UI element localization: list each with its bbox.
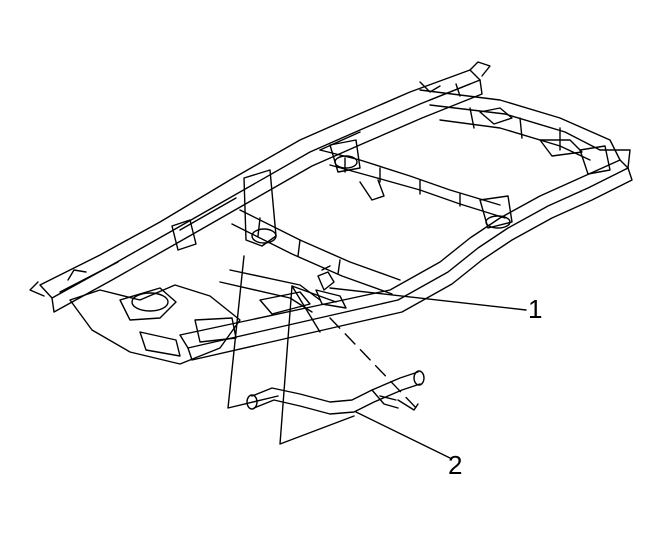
lower-frame-components — [69, 269, 321, 365]
leader-line-1 — [329, 287, 527, 311]
leader-lines — [227, 255, 527, 459]
callout-number-1: 1 — [528, 294, 543, 324]
leader-line-2 — [355, 411, 451, 459]
spring-mounts — [171, 139, 611, 251]
exhaust-tailpipe-component-2 — [246, 370, 425, 415]
callout-number-2: 2 — [448, 450, 463, 480]
front-crossmember — [419, 81, 621, 161]
right-frame-rail — [179, 149, 633, 361]
frame-bracket-component-1 — [315, 265, 347, 309]
middle-crossmember — [231, 209, 401, 295]
rear-crossmember — [319, 149, 506, 219]
left-frame-rail — [29, 61, 491, 313]
